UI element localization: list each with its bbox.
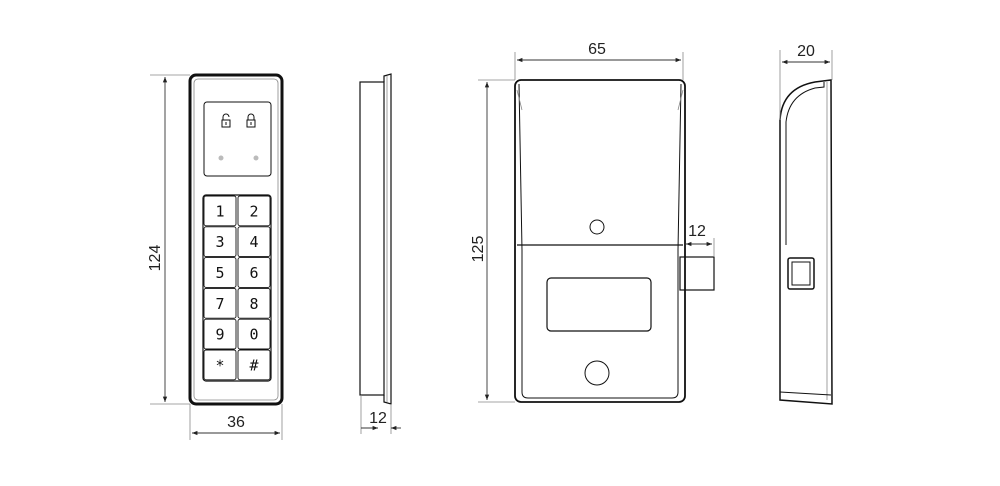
key-cylinder (584, 360, 610, 386)
keypad-key-label: 7 (215, 295, 224, 313)
keypad-key (237, 257, 271, 288)
lock-depth-dimension: 20 (779, 43, 833, 120)
side-button (787, 257, 815, 290)
keypad-key-label: 0 (249, 326, 258, 344)
window (546, 277, 652, 332)
led-indicator (253, 155, 259, 161)
dimension-label: 124 (147, 245, 164, 272)
dimension-label: 12 (369, 410, 387, 427)
dimension-label: 65 (588, 41, 606, 58)
keypad-width-dimension: 36 (189, 404, 283, 440)
keypad-key (203, 349, 237, 381)
bolt-extension-dimension: 12 (686, 223, 715, 257)
led-indicator (218, 155, 224, 161)
keypad-key (237, 226, 271, 258)
keypad-key (237, 349, 271, 381)
keypad-key-label: 2 (249, 202, 258, 220)
keypad-key (203, 287, 237, 319)
keypad-key-label: 4 (249, 233, 258, 251)
keypad-height-dimension: 124 (147, 74, 190, 405)
dimension-label: 12 (688, 223, 706, 240)
unlock-icon (221, 113, 231, 128)
keypad-key (237, 318, 271, 350)
lock-body-front-view (514, 79, 715, 403)
dimension-label: 125 (470, 236, 487, 263)
keypad-key-label: # (249, 356, 258, 374)
keypad-key-label: 6 (249, 264, 258, 282)
keypad-key-label: 3 (215, 233, 224, 251)
screw-hole (589, 219, 605, 235)
keypad-key-label: 5 (215, 264, 224, 282)
keypad-key (203, 195, 237, 227)
lock-body-side-view (779, 79, 833, 405)
keypad-front-view: 1 2 3 4 5 6 7 8 9 0 * # (188, 73, 284, 406)
dimension-label: 20 (797, 43, 815, 60)
keypad-key (203, 226, 237, 258)
keypad-keys: 1 2 3 4 5 6 7 8 9 0 * # (203, 195, 271, 381)
keypad-key (203, 318, 237, 350)
dimension-label: 36 (227, 414, 245, 431)
lock-icon (246, 113, 256, 128)
keypad-side-view (359, 73, 392, 405)
bolt (679, 256, 715, 291)
keypad-key (203, 257, 237, 288)
keypad-key (237, 195, 271, 227)
keypad-key-label: 9 (215, 326, 224, 344)
keypad-key-label: 8 (249, 295, 258, 313)
keypad-depth-dimension: 12 (360, 395, 401, 434)
lock-height-dimension: 125 (470, 79, 515, 403)
lock-width-dimension: 65 (514, 41, 684, 80)
keypad-key-label: * (215, 356, 224, 374)
keypad-key (237, 287, 271, 319)
keypad-key-label: 1 (215, 202, 224, 220)
